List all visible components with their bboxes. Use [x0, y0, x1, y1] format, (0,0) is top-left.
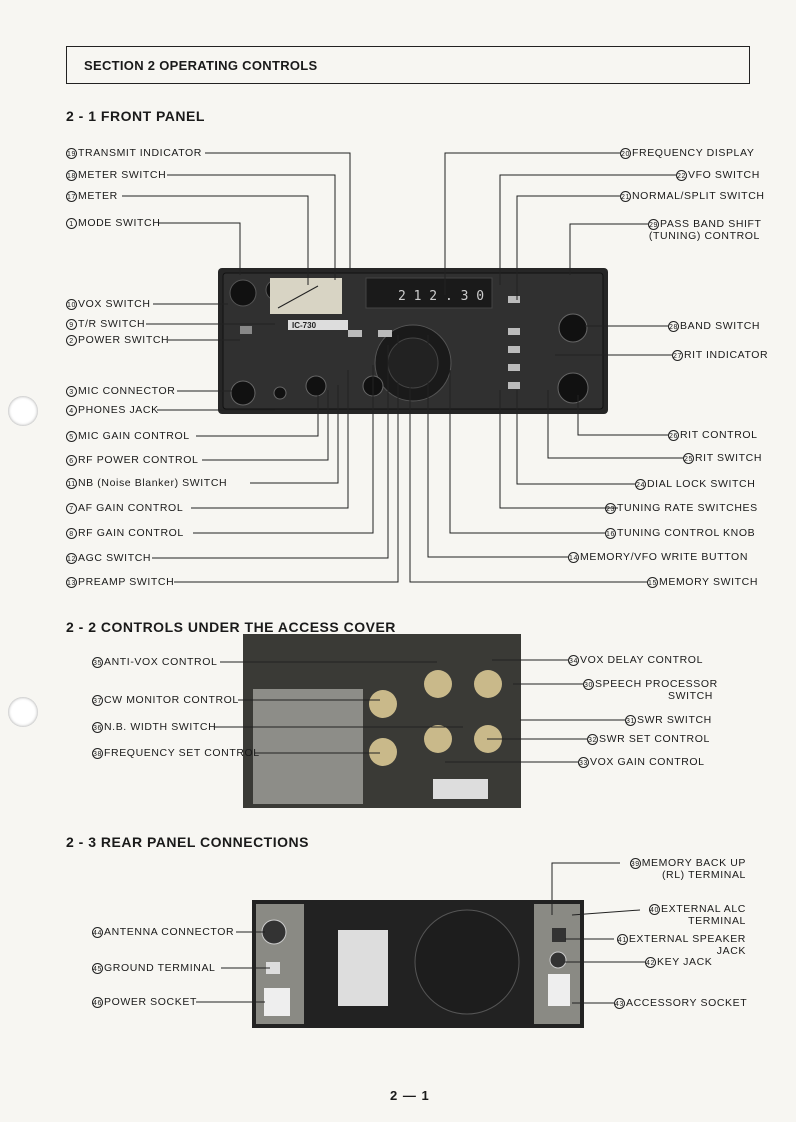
binder-hole-bottom [8, 697, 38, 727]
section-title: SECTION 2 OPERATING CONTROLS [84, 58, 318, 73]
front-panel-photo: 2 1 2 . 3 0 IC-730 [218, 268, 608, 414]
rear-panel-photo [252, 900, 584, 1028]
page-number: 2 — 1 [390, 1088, 430, 1103]
heading-access-cover: 2 - 2 CONTROLS UNDER THE ACCESS COVER [66, 619, 396, 635]
binder-hole-top [8, 396, 38, 426]
model-name: IC-730 [292, 321, 317, 330]
access-cover-photo [243, 634, 521, 808]
rear-panel-illustration [256, 904, 580, 1024]
front-panel-illustration: 2 1 2 . 3 0 IC-730 [222, 272, 604, 410]
section-header-box [66, 46, 750, 84]
access-cover-illustration [253, 670, 502, 804]
heading-rear-panel: 2 - 3 REAR PANEL CONNECTIONS [66, 834, 309, 850]
frequency-digits: 2 1 2 . 3 0 [398, 289, 484, 304]
heading-front-panel: 2 - 1 FRONT PANEL [66, 108, 205, 124]
